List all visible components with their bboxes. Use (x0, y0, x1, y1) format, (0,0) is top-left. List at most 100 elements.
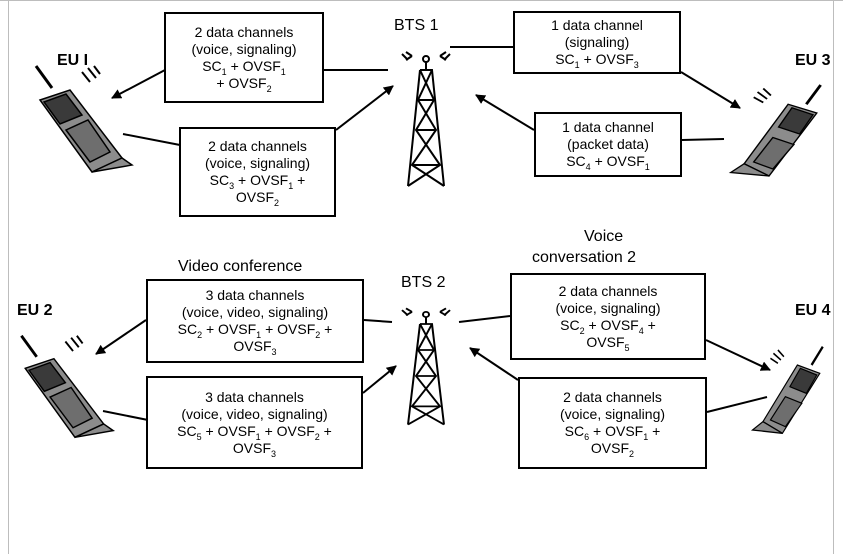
voice-conversation-title-line2: conversation 2 (532, 249, 637, 266)
arrow-box8-to-bts2 (469, 347, 519, 381)
arrow-box3-to-eu3 (680, 71, 741, 109)
formula-term: + (648, 423, 661, 439)
box-text-line: SC5 + OVSF1 + OVSF2 + (177, 422, 332, 442)
formula-subscript: 3 (271, 448, 277, 459)
box-text-line: SC6 + OVSF1 + (564, 423, 661, 442)
box-text-line: OVSF2 (235, 189, 280, 208)
formula-term: + OVSF (260, 422, 315, 439)
box-text-line: (voice, signaling) (191, 40, 297, 57)
formula-term: SC (560, 316, 580, 333)
formula-term: SC (566, 153, 586, 169)
formula-term: + (643, 316, 656, 333)
formula-term: + OVSF (216, 74, 267, 91)
bts1-label: BTS 1 (394, 17, 439, 34)
channel-box: 3 data channels(voice, video, signaling)… (146, 376, 363, 469)
box-text-line: 1 data channel (562, 119, 654, 135)
channel-box: 1 data channel(signaling)SC1 + OVSF3 (513, 11, 681, 74)
frame-top-border (0, 0, 843, 1)
box-text-line: (voice, signaling) (555, 299, 661, 316)
line-bts2-to-box5 (363, 319, 393, 323)
formula-subscript: 3 (229, 180, 235, 191)
box-text-line: (voice, video, signaling) (181, 405, 328, 422)
box-text-line: SC1 + OVSF1 (202, 57, 286, 77)
formula-term: + OVSF (226, 57, 281, 74)
box-text-line: 2 data channels (208, 138, 307, 154)
line-eu4-to-box8 (706, 396, 768, 413)
channel-box: 2 data channels(voice, signaling)SC2 + O… (510, 273, 706, 360)
box-text-line: SC1 + OVSF3 (555, 51, 639, 70)
arrow-box4-to-bts1 (475, 94, 535, 131)
box-text-line: 1 data channel (551, 17, 643, 33)
formula-subscript: 2 (315, 329, 321, 340)
eu1-label: EU I (57, 52, 89, 69)
eu1-phone-icon (34, 65, 134, 173)
formula-term: + (320, 321, 333, 337)
formula-term: + OVSF (589, 423, 644, 439)
formula-subscript: 3 (271, 346, 277, 357)
arrow-box5-to-eu2 (95, 319, 147, 355)
box-text-line: 2 data channels (194, 23, 294, 40)
channel-box: 2 data channels(voice, signaling)SC6 + O… (518, 377, 707, 469)
formula-term: + OVSF (261, 321, 316, 337)
eu3-phone-icon (728, 84, 822, 177)
formula-subscript: 3 (633, 59, 639, 70)
formula-subscript: 1 (221, 66, 227, 77)
channel-box: 3 data channels(voice, video, signaling)… (146, 279, 364, 363)
formula-term: + OVSF (234, 172, 289, 188)
box-text-line: (voice, video, signaling) (181, 304, 329, 320)
formula-term: OVSF (232, 439, 272, 456)
arrow-box7-to-eu4 (705, 339, 771, 371)
formula-term: + (319, 422, 332, 439)
box-text-line: 3 data channels (205, 388, 304, 405)
formula-term: OVSF (235, 189, 275, 205)
frame-left-border (8, 0, 9, 554)
line-eu2-to-box6 (102, 410, 149, 421)
formula-subscript: 1 (643, 431, 649, 442)
formula-subscript: 2 (274, 197, 280, 208)
box-text-line: (signaling) (564, 34, 630, 50)
formula-term: SC (209, 172, 230, 188)
formula-term: + (293, 172, 306, 188)
formula-term: + OVSF (584, 316, 639, 333)
arrow-box6-to-bts2 (362, 365, 397, 394)
box-text-line: SC3 + OVSF1 + (209, 172, 306, 191)
eu2-phone-icon (20, 334, 116, 439)
formula-subscript: 6 (584, 431, 590, 442)
arrow-box2-to-bts1 (335, 85, 394, 131)
formula-term: OVSF (590, 440, 630, 456)
formula-subscript: 2 (314, 431, 320, 442)
formula-term: SC (202, 57, 222, 74)
box-text-line: (packet data) (567, 136, 649, 152)
formula-subscript: 5 (196, 431, 202, 442)
channel-box: 2 data channels(voice, signaling)SC1 + O… (164, 12, 324, 103)
box-text-line: 2 data channels (563, 389, 662, 405)
box-text-line: (voice, signaling) (559, 406, 666, 422)
frame-right-border (833, 0, 834, 554)
channel-box: 2 data channels(voice, signaling)SC3 + O… (179, 127, 336, 217)
eu4-label: EU 4 (795, 302, 831, 319)
eu2-label: EU 2 (17, 302, 53, 319)
arrow-box1-to-eu1 (111, 69, 166, 99)
formula-subscript: 1 (280, 66, 286, 77)
bts2-tower-icon (401, 307, 451, 426)
formula-subscript: 1 (644, 161, 650, 172)
eu3-label: EU 3 (795, 52, 831, 69)
formula-term: OVSF (233, 338, 272, 354)
box-text-line: + OVSF2 (216, 74, 272, 94)
box-text-line: OVSF5 (586, 334, 629, 352)
formula-term: + OVSF (201, 422, 256, 439)
box-text-line: 3 data channels (205, 287, 305, 303)
formula-subscript: 2 (266, 83, 272, 94)
formula-subscript: 2 (197, 329, 203, 340)
bts1-tower-icon (401, 51, 451, 187)
formula-term: + OVSF (579, 51, 634, 67)
formula-term: SC (177, 321, 198, 337)
line-eu3-to-box4 (681, 138, 725, 141)
box-text-line: SC4 + OVSF1 (566, 153, 650, 172)
box-text-line: SC2 + OVSF4 + (560, 316, 656, 335)
formula-subscript: 1 (574, 59, 580, 70)
formula-term: SC (564, 423, 585, 439)
box-text-line: (voice, signaling) (204, 155, 311, 171)
formula-term: SC (177, 422, 197, 439)
